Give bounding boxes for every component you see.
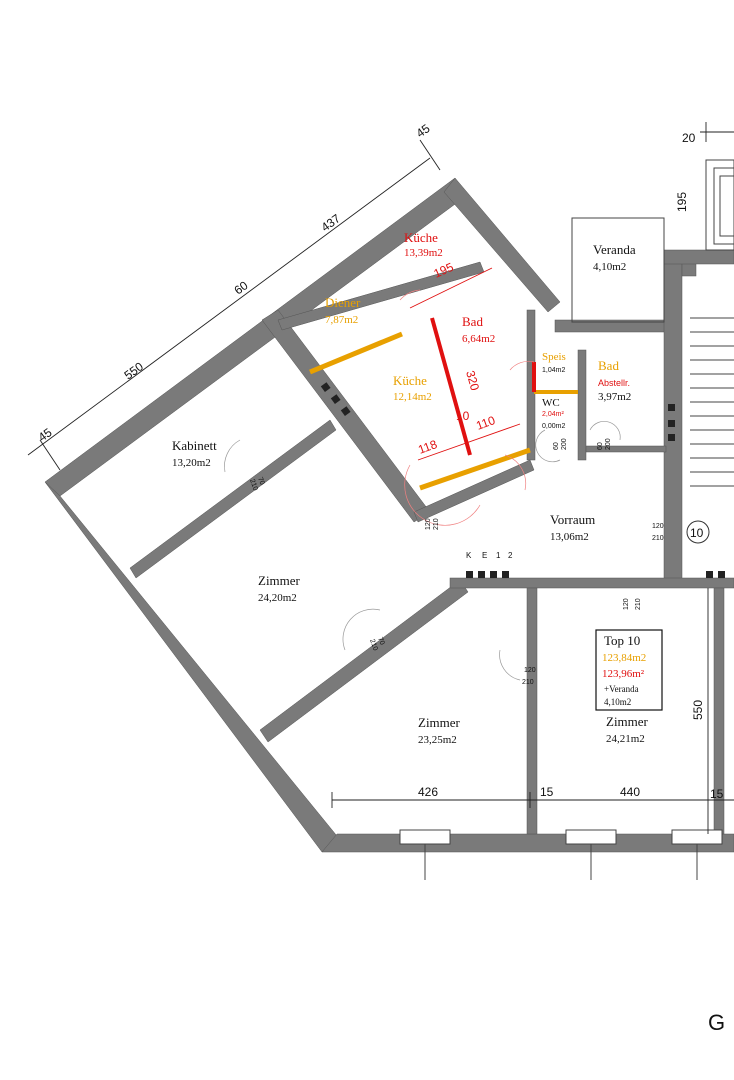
dimension-lines [27, 122, 734, 834]
dim-440: 440 [620, 785, 640, 799]
room-diener-name: Diener [325, 295, 361, 310]
door-wall-h: 210 [433, 518, 440, 530]
socket-2: 2 [508, 551, 513, 560]
room-zimmer1-name: Zimmer [258, 573, 301, 588]
room-bad-red-name: Bad [462, 314, 483, 329]
wall-zimmer-bottom [259, 579, 469, 743]
door-entry-w: 120 [652, 523, 664, 530]
room-bad-sub: Abstellr. [598, 378, 630, 388]
top10-area-orange: 123,84m2 [602, 652, 646, 664]
stair-block [705, 159, 734, 251]
outer-walls [44, 177, 734, 853]
dim-550: 550 [122, 359, 147, 382]
door-zim1-w: 70 [376, 636, 385, 646]
room-kabinett-name: Kabinett [172, 438, 217, 453]
room-wc-area2: 0,00m2 [542, 423, 565, 430]
room-zimmer1-area: 24,20m2 [258, 592, 297, 604]
room-wc-name: WC [542, 397, 560, 409]
room-zimmer2-name: Zimmer [418, 715, 461, 730]
room-kabinett-area: 13,20m2 [172, 457, 211, 469]
room-speis-area: 1,04m2 [542, 367, 565, 374]
door-arcs [224, 289, 621, 681]
door-labels: 70 210 70 210 120 210 60 200 60 200 120 … [248, 438, 664, 686]
dim-437: 437 [319, 211, 344, 234]
socket-markers: K E 1 2 [320, 382, 725, 578]
door-wc1-w: 60 [553, 442, 560, 450]
door-zim2-h: 210 [522, 679, 534, 686]
top10-plus-area: 4,10m2 [604, 697, 631, 707]
door-zim2-w: 120 [524, 667, 536, 674]
room-bad-red-area: 6,64m2 [462, 333, 495, 345]
socket-k: K [466, 551, 472, 560]
room-kueche-red-area: 13,39m2 [404, 247, 443, 259]
room-vorraum-name: Vorraum [550, 512, 595, 527]
door-zim1-h: 210 [368, 638, 379, 651]
door-vorraum-w: 120 [623, 598, 630, 610]
door-wc2-h: 200 [605, 438, 612, 450]
dim-20: 20 [682, 131, 696, 145]
door-vorraum-h: 210 [635, 598, 642, 610]
wall-stair-top [663, 249, 734, 265]
top10-area-red: 123,96m² [602, 668, 645, 680]
dim-15a: 15 [540, 785, 554, 799]
top10-title: Top 10 [604, 633, 640, 648]
dim-15b: 15 [710, 787, 724, 801]
room-bad-area: 3,97m2 [598, 391, 631, 403]
wall-kabinett-zimmer [129, 419, 337, 579]
room-wc-area1: 2,04m² [542, 411, 564, 418]
windows-bottom [399, 829, 723, 880]
new-wall-diener-orange [309, 331, 403, 375]
door-kab-w: 70 [256, 476, 265, 486]
room-kueche-name: Küche [393, 373, 427, 388]
room-zimmer2-area: 23,25m2 [418, 734, 457, 746]
unit-marker-number: 10 [690, 526, 704, 540]
wall-wc-right [577, 349, 587, 461]
room-veranda-area: 4,10m2 [593, 261, 626, 273]
top10-plus-label: +Veranda [604, 684, 639, 694]
room-diener-area: 7,87m2 [325, 314, 358, 326]
room-kueche-red-name: Küche [404, 230, 438, 245]
corner-letter: G [708, 1010, 725, 1035]
ortho-walls [449, 249, 734, 835]
socket-e: E [482, 551, 487, 560]
new-wall-bad-orange [419, 447, 531, 491]
dim-426: 426 [418, 785, 438, 799]
dim-45-top: 45 [414, 121, 433, 140]
room-vorraum-area: 13,06m2 [550, 531, 589, 543]
room-zimmer3-name: Zimmer [606, 714, 649, 729]
unit-marker: 10 [686, 520, 710, 544]
stairs [690, 317, 734, 487]
room-veranda-name: Veranda [593, 242, 636, 257]
wall-right-short [443, 177, 561, 313]
top10-box: Top 10 123,84m2 123,96m² +Veranda 4,10m2 [595, 629, 663, 711]
door-wall-w: 120 [425, 518, 432, 530]
door-entry-h: 210 [652, 535, 664, 542]
dim-195-top: 195 [675, 192, 689, 212]
socket-1: 1 [496, 551, 501, 560]
wall-vorraum-left [413, 459, 535, 523]
door-wc1-h: 200 [561, 438, 568, 450]
dim-550-vertical: 550 [691, 700, 705, 720]
dim-320: 320 [463, 369, 482, 392]
dim-45-left: 45 [36, 425, 55, 444]
room-zimmer3-area: 24,21m2 [606, 733, 645, 745]
dim-10: 10 [456, 409, 470, 423]
wall-zimmer-divider [526, 587, 538, 835]
wall-top-diagonal [44, 177, 467, 497]
wall-corridor [449, 577, 734, 589]
new-wall-bad-red [430, 317, 472, 456]
room-speis-name: Speis [542, 351, 566, 363]
dim-118: 118 [416, 437, 439, 457]
wall-vorraum-top [585, 445, 667, 453]
dim-60: 60 [232, 278, 251, 297]
door-kab-h: 210 [248, 478, 259, 491]
room-bad-name: Bad [598, 358, 619, 373]
room-kueche-area: 12,14m2 [393, 391, 432, 403]
door-wc2-w: 60 [597, 442, 604, 450]
dim-110: 110 [474, 413, 497, 433]
